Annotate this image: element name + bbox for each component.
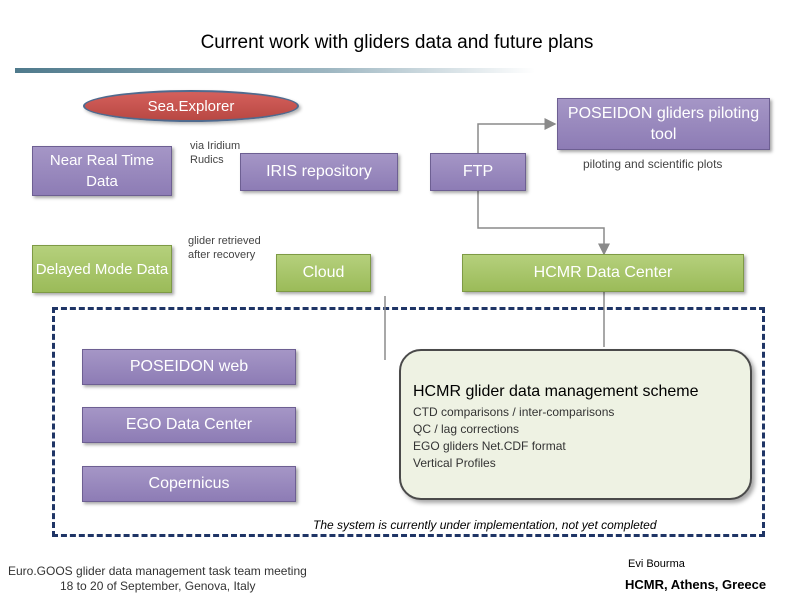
page-title: Current work with gliders data and futur… <box>200 32 594 53</box>
glider-retrieved-label: glider retrieved after recovery <box>188 235 261 261</box>
near-real-time-data: Near Real Time Data <box>32 146 172 196</box>
via-iridium-label: via Iridium Rudics <box>190 140 241 166</box>
ego-data-center: EGO Data Center <box>82 407 296 443</box>
implementation-note: The system is currently under implementa… <box>313 518 657 532</box>
data-distribution-frame <box>52 307 765 537</box>
footer-line-2: 18 to 20 of September, Genova, Italy <box>60 579 256 593</box>
scheme-item: Vertical Profiles <box>413 456 496 470</box>
cloud-storage: Cloud <box>276 254 371 292</box>
poseidon-web: POSEIDON web <box>82 349 296 385</box>
scheme-item: QC / lag corrections <box>413 422 520 436</box>
ftp-server: FTP <box>430 153 526 191</box>
iris-repository: IRIS repository <box>240 153 398 191</box>
title-divider <box>15 68 535 73</box>
footer-line-1: Euro.GOOS glider data management task te… <box>8 564 307 578</box>
scheme-items: CTD comparisons / inter-comparisons QC /… <box>413 404 614 472</box>
poseidon-piloting-tool: POSEIDON gliders piloting tool <box>557 98 770 150</box>
footer-meeting: Euro.GOOS glider data management task te… <box>8 564 307 594</box>
scheme-item: EGO gliders Net.CDF format <box>413 439 566 453</box>
footer-organization: HCMR, Athens, Greece <box>625 577 767 592</box>
copernicus: Copernicus <box>82 466 296 502</box>
scheme-item: CTD comparisons / inter-comparisons <box>413 405 615 419</box>
scheme-title: HCMR glider data management scheme <box>413 383 699 400</box>
footer-author: Evi Bourma <box>628 558 685 570</box>
delayed-mode-data: Delayed Mode Data <box>32 245 172 293</box>
piloting-plots-label: piloting and scientific plots <box>583 157 723 171</box>
hcmr-data-center: HCMR Data Center <box>462 254 744 292</box>
sea-explorer-glider: Sea.Explorer <box>83 90 299 122</box>
hcmr-scheme-panel <box>399 349 752 500</box>
